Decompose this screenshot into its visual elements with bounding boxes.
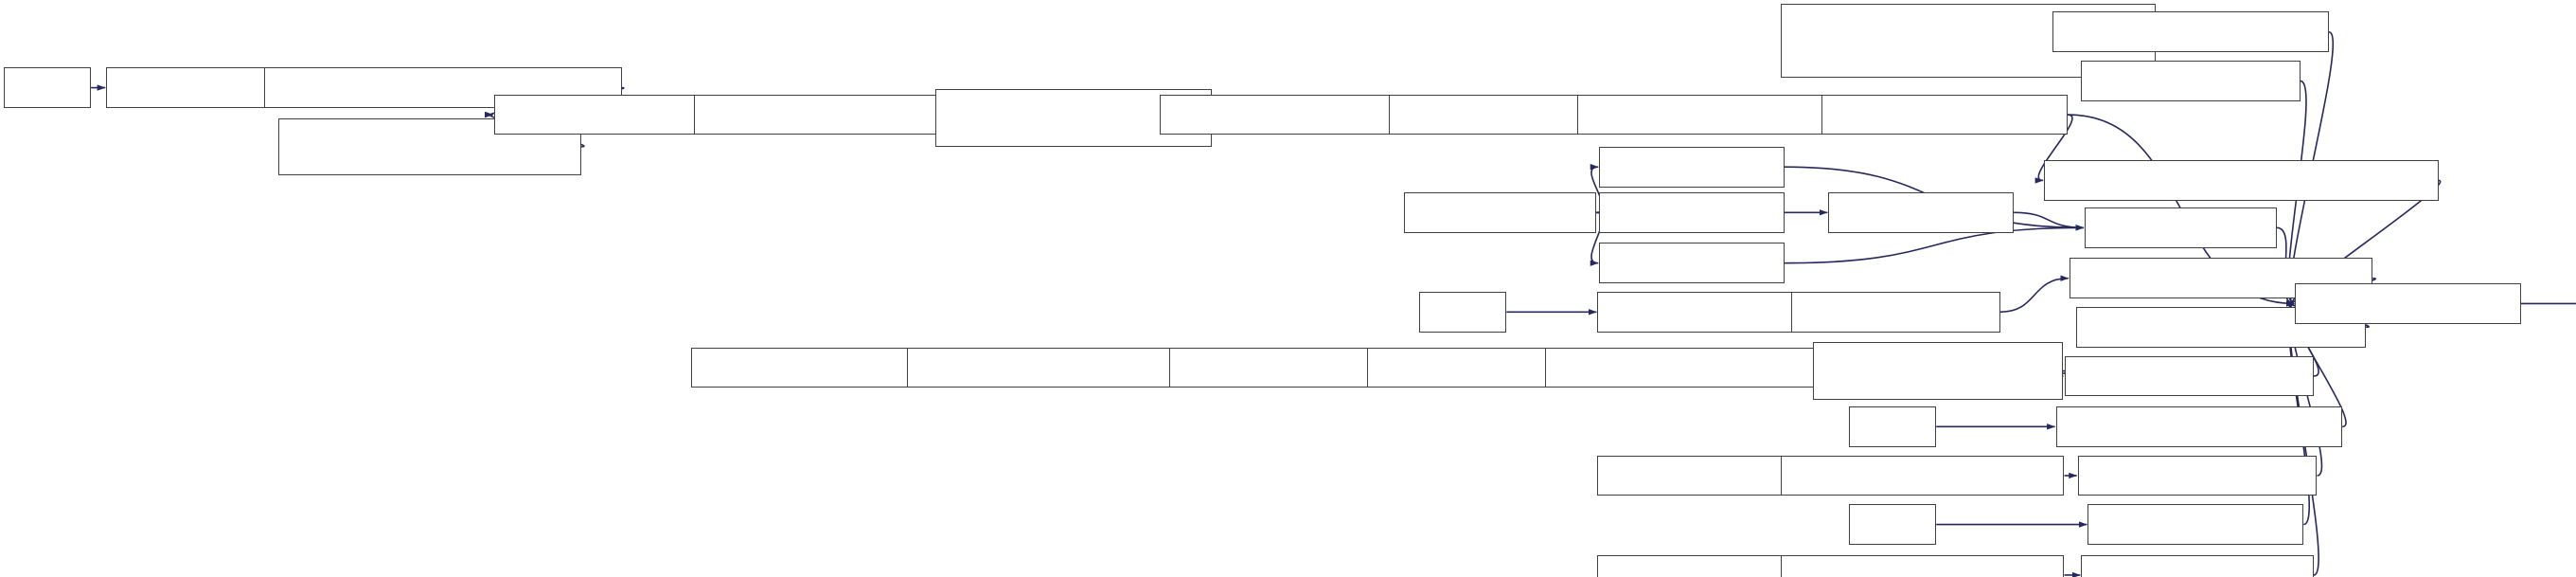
- graph-node-wlfreerdp_run[interactable]: [2087, 504, 2304, 545]
- graph-node-pf_client_start[interactable]: [1388, 94, 1598, 135]
- graph-node-main_d[interactable]: [1848, 504, 1937, 545]
- graph-node-main_a[interactable]: [3, 67, 92, 108]
- graph-node-sdl_client_start[interactable]: [1791, 291, 2000, 333]
- graph-node-freerdp_connect[interactable]: [2295, 283, 2521, 324]
- graph-node-shw_client_thread[interactable]: [2064, 355, 2314, 397]
- graph-node-main_c[interactable]: [1848, 406, 1937, 447]
- graph-node-shw_RdpClientEntry[interactable]: [1545, 347, 1816, 388]
- graph-node-runInstance[interactable]: [2084, 207, 2277, 248]
- graph-node-pf_conn_no_nla[interactable]: [2044, 160, 2439, 201]
- graph-node-RdpClientEntry_a[interactable]: [1597, 291, 1817, 333]
- graph-node-android_thread[interactable]: [2052, 11, 2329, 53]
- edge-sdl_client_start-to-sdl_thread_proc: [1999, 275, 2070, 314]
- graph-node-main_b[interactable]: [1418, 291, 1507, 333]
- graph-node-ios_run_freerdp[interactable]: [2081, 61, 2301, 101]
- graph-node-testSuccess[interactable]: [1599, 146, 1785, 188]
- graph-node-testAbort[interactable]: [1599, 191, 1785, 233]
- graph-node-wfreerdp_start[interactable]: [1781, 455, 2065, 496]
- graph-node-testThread[interactable]: [1828, 191, 2015, 233]
- graph-node-tf_client_thread[interactable]: [2055, 406, 2343, 447]
- graph-node-TestConnect[interactable]: [1403, 191, 1596, 233]
- graph-node-wf_client_thread[interactable]: [2077, 455, 2318, 496]
- edge-testThread-to-runInstance: [2014, 211, 2085, 231]
- graph-node-xfreerdp_start[interactable]: [1781, 554, 2065, 577]
- graph-node-shw_freerdp_start[interactable]: [1813, 342, 2063, 400]
- graph-node-xf_client_thread[interactable]: [2081, 554, 2314, 577]
- graph-node-testTimeout[interactable]: [1599, 243, 1785, 284]
- edge-testTimeout-to-runInstance: [1785, 225, 2085, 264]
- graph-node-pf_client_connect[interactable]: [1821, 94, 2069, 135]
